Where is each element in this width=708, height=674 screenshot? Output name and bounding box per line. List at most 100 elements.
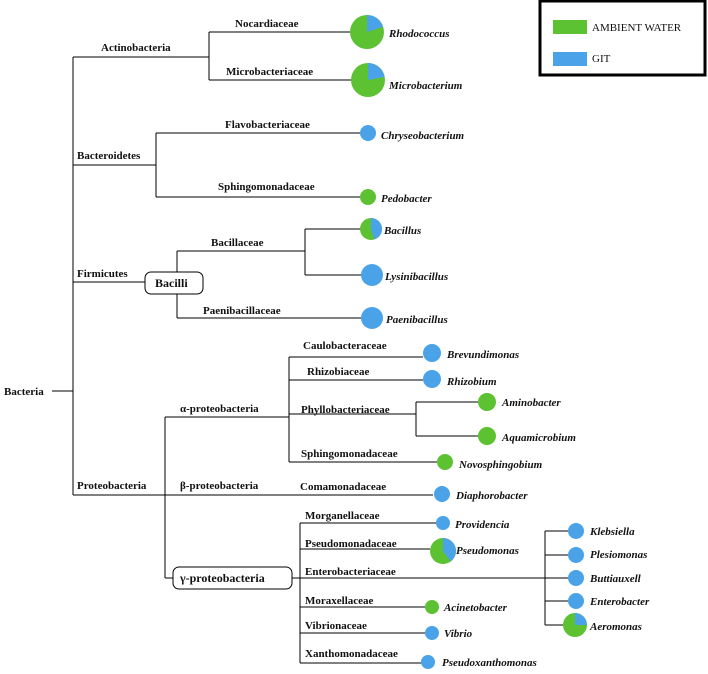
genus-buttiauxell: Buttiauxell (589, 573, 642, 585)
phylum-proteobacteria: Proteobacteria (77, 480, 147, 492)
pie-slice-git (361, 264, 383, 286)
pie-slice-git (568, 547, 584, 563)
pie-enterobacter (568, 593, 584, 609)
genus-providencia: Providencia (455, 519, 510, 531)
pie-slice-git (568, 523, 584, 539)
pie-acinetobacter (425, 600, 439, 614)
pie-lysinibacillus (361, 264, 383, 286)
legend-label-git: GIT (592, 53, 611, 65)
pie-pseudoxanthomonas (421, 655, 435, 669)
legend-swatch-ambient-water (553, 20, 587, 34)
family-paenibacillaceae: Paenibacillaceae (203, 305, 281, 317)
genus-enterobacter: Enterobacter (589, 596, 650, 608)
phylum-actinobacteria: Actinobacteria (101, 42, 171, 54)
pie-microbacterium (351, 63, 385, 97)
pie-slice-git (568, 570, 584, 586)
genus-aquamicrobium: Aquamicrobium (501, 432, 576, 444)
pie-slice-ambient-water (478, 427, 496, 445)
pie-chryseobacterium (360, 125, 376, 141)
genus-rhizobium: Rhizobium (446, 376, 497, 388)
genus-microbacterium: Microbacterium (388, 80, 463, 92)
family-vibrionaceae: Vibrionaceae (305, 620, 367, 632)
family-morganellaceae: Morganellaceae (305, 510, 380, 522)
pie-slice-git (367, 15, 384, 32)
genus-aeromonas: Aeromonas (589, 621, 642, 633)
class-beta-proteobacteria: β-proteobacteria (180, 480, 259, 492)
legend-label-ambient-water: AMBIENT WATER (592, 22, 682, 34)
pie-rhodococcus (350, 15, 384, 49)
family-enterobacteriaceae: Enterobacteriaceae (305, 566, 396, 578)
family-moraxellaceae: Moraxellaceae (305, 595, 374, 607)
pie-slice-git (423, 344, 441, 362)
genus-chryseobacterium: Chryseobacterium (381, 130, 465, 142)
class-box-gamma (172, 566, 293, 590)
family-sphingomonadaceae-alpha: Sphingomonadaceae (301, 448, 398, 460)
pie-slice-git (423, 370, 441, 388)
pie-slice-git (568, 593, 584, 609)
genus-pseudoxanthomonas: Pseudoxanthomonas (442, 657, 537, 669)
phylum-firmicutes: Firmicutes (77, 268, 128, 280)
class-gamma-proteobacteria: γ-proteobacteria (179, 571, 265, 585)
pie-slice-ambient-water (437, 454, 453, 470)
pie-klebsiella (568, 523, 584, 539)
pie-slice-git (436, 516, 450, 530)
family-sphingomonadaceae-bacteroidetes: Sphingomonadaceae (218, 181, 315, 193)
pie-slice-git (368, 63, 385, 80)
genus-lysinibacillus: Lysinibacillus (384, 271, 448, 283)
pie-vibrio (425, 626, 439, 640)
pie-aquamicrobium (478, 427, 496, 445)
family-rhizobiaceae: Rhizobiaceae (307, 366, 369, 378)
class-bacilli: Bacilli (155, 276, 188, 290)
pie-pseudomonas (430, 538, 457, 564)
family-pseudomonadaceae: Pseudomonadaceae (305, 538, 397, 550)
pie-slice-git (443, 538, 457, 562)
pie-slice-git (434, 486, 450, 502)
genus-brevundimonas: Brevundimonas (446, 349, 519, 361)
pie-rhizobium (423, 370, 441, 388)
family-phyllobacteriaceae: Phyllobacteriaceae (301, 404, 390, 416)
family-comamonadaceae: Comamonadaceae (300, 481, 386, 493)
pie-bacillus (360, 218, 382, 240)
pie-buttiauxell (568, 570, 584, 586)
legend-swatch-git (553, 52, 587, 66)
pie-pedobacter (360, 189, 376, 205)
genus-diaphorobacter: Diaphorobacter (455, 490, 528, 502)
genus-acinetobacter: Acinetobacter (443, 602, 508, 614)
pie-slice-git (421, 655, 435, 669)
class-box-bacilli (144, 271, 204, 295)
pie-slice-ambient-water (478, 393, 496, 411)
genus-rhodococcus: Rhodococcus (388, 28, 450, 40)
pie-providencia (436, 516, 450, 530)
family-bacillaceae: Bacillaceae (211, 237, 264, 249)
pie-slice-git (575, 613, 587, 625)
genus-pseudomonas: Pseudomonas (456, 545, 519, 557)
family-microbacteriaceae: Microbacteriaceae (226, 66, 313, 78)
genus-bacillus: Bacillus (383, 225, 421, 237)
genus-aminobacter: Aminobacter (501, 397, 561, 409)
genus-vibrio: Vibrio (444, 628, 473, 640)
family-xanthomonadaceae: Xanthomonadaceae (305, 648, 398, 660)
family-nocardiaceae: Nocardiaceae (235, 18, 299, 30)
class-alpha-proteobacteria: α-proteobacteria (180, 403, 259, 415)
pie-aeromonas (563, 613, 587, 637)
pie-slice-ambient-water (360, 189, 376, 205)
root-label: Bacteria (4, 386, 44, 398)
phylum-bacteroidetes: Bacteroidetes (77, 150, 141, 162)
pie-slice-git (360, 125, 376, 141)
genus-paenibacillus: Paenibacillus (386, 314, 448, 326)
pie-plesiomonas (568, 547, 584, 563)
pie-aminobacter (478, 393, 496, 411)
pie-slice-git (361, 307, 383, 329)
genus-klebsiella: Klebsiella (589, 526, 635, 538)
genus-plesiomonas: Plesiomonas (590, 549, 647, 561)
tree-branches (52, 31, 568, 664)
genus-novosphingobium: Novosphingobium (458, 459, 543, 471)
pie-paenibacillus (361, 307, 383, 329)
pie-novosphingobium (437, 454, 453, 470)
genus-pedobacter: Pedobacter (381, 193, 432, 205)
pie-slice-ambient-water (425, 600, 439, 614)
family-caulobacteraceae: Caulobacteraceae (303, 340, 387, 352)
pie-slice-git (425, 626, 439, 640)
pie-slice-git (371, 218, 382, 240)
